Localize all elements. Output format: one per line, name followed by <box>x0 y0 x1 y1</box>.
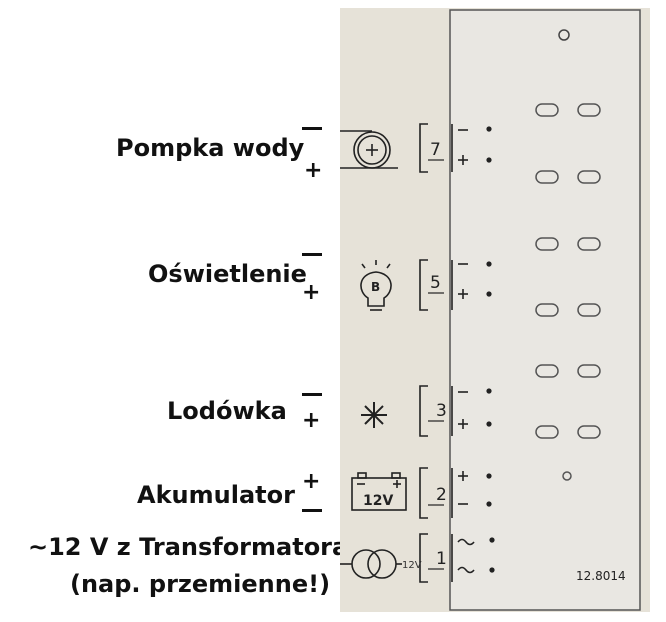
panel-board <box>449 9 641 611</box>
mounting-hole <box>558 29 570 41</box>
terminal-2 <box>419 467 492 519</box>
lightbulb-letter: B <box>371 280 380 294</box>
terminal-5 <box>419 259 492 311</box>
battery-voltage-text: 12V <box>363 493 393 509</box>
terminal-3-number: 3 <box>436 401 447 421</box>
pump-minus-sign <box>302 127 322 130</box>
pump-plus-sign: + <box>304 158 323 183</box>
label-battery: Akumulator <box>137 481 295 509</box>
terminal-3 <box>419 385 492 437</box>
terminal-5-number: 5 <box>430 273 441 293</box>
mounting-hole-lower <box>562 471 572 481</box>
connector-slots <box>535 103 601 439</box>
label-fridge: Lodówka <box>167 397 287 425</box>
label-transformer-line2: (nap. przemienne!) <box>70 570 331 598</box>
terminal-panel: 7 5 B 3 <box>340 8 650 612</box>
battery-plus-sign: + <box>302 469 321 494</box>
pump-icon <box>340 130 398 169</box>
transformer-icon <box>340 549 402 579</box>
battery-icon <box>351 472 407 511</box>
lighting-plus-sign: + <box>302 280 321 305</box>
lightbulb-icon <box>360 260 392 311</box>
terminal-1 <box>419 533 495 583</box>
terminal-7-number: 7 <box>430 140 441 160</box>
transformer-voltage-text: 12V <box>402 560 422 571</box>
battery-minus-sign <box>302 509 322 512</box>
label-lighting: Oświetlenie <box>148 260 307 288</box>
label-pump: Pompka wody <box>116 134 305 162</box>
fridge-minus-sign <box>302 393 322 396</box>
label-transformer-line1: ~12 V z Transformatora <box>28 533 349 561</box>
panel-code: 12.8014 <box>576 569 626 583</box>
terminal-7 <box>419 123 492 173</box>
terminal-1-number: 1 <box>436 549 447 569</box>
fridge-plus-sign: + <box>302 408 321 433</box>
terminal-2-number: 2 <box>436 485 447 505</box>
lighting-minus-sign <box>302 253 322 256</box>
snowflake-icon <box>361 402 387 428</box>
